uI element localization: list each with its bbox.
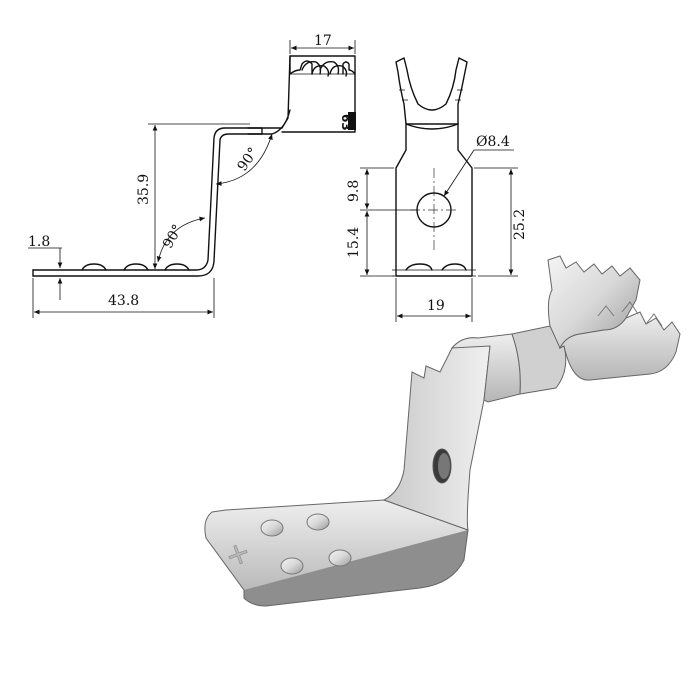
- marking-63: 63: [339, 114, 353, 131]
- dim-1-8: 1.8: [28, 234, 50, 250]
- front-view: Ø8.4 9.8 15.4 25.2 19: [346, 57, 528, 322]
- side-hatch-mark: [348, 112, 356, 130]
- dim-43-8: 43.8: [108, 293, 139, 309]
- angle-upper: 90°: [234, 145, 261, 175]
- dim-25-2: 25.2: [512, 209, 528, 240]
- iso-view: +: [204, 255, 681, 607]
- dim-9-8: 9.8: [346, 180, 362, 202]
- dim-19: 19: [427, 298, 445, 314]
- dim-35-9: 35.9: [136, 174, 152, 205]
- front-clip-fork: [395, 57, 468, 125]
- dim-15-4: 15.4: [346, 227, 362, 258]
- dim-hole-diameter: Ø8.4: [476, 134, 510, 150]
- dim-17: 17: [314, 33, 332, 49]
- side-view: 63 17 35.9 1.8 43.8 90° 90°: [28, 33, 356, 318]
- iso-vertical-plate: [382, 337, 491, 531]
